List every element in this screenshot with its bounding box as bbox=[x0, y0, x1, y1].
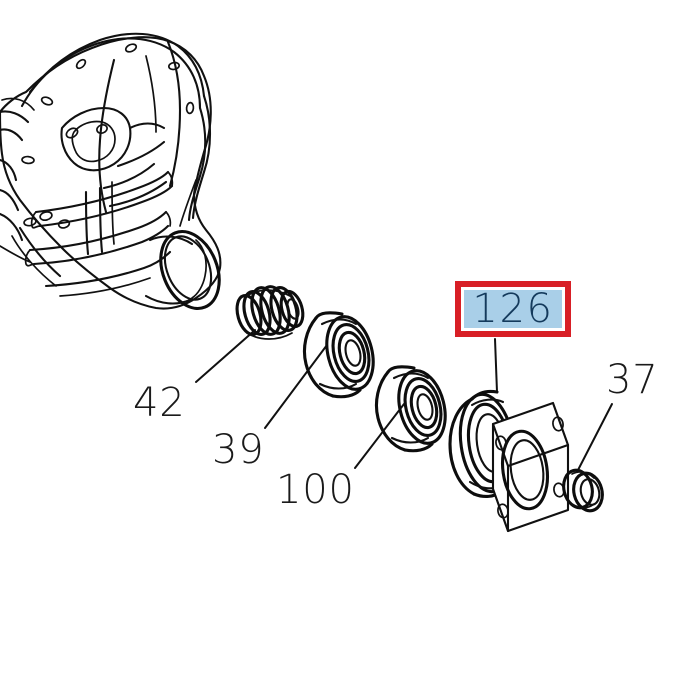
callout-red-border: 126 bbox=[455, 281, 571, 337]
part-collapsible-spacer bbox=[235, 285, 305, 340]
part-label-39: 39 bbox=[212, 427, 265, 473]
part-plug bbox=[562, 468, 604, 513]
leader-line-42 bbox=[195, 329, 256, 383]
leader-line-39 bbox=[264, 344, 328, 429]
highlighted-part-callout-126[interactable]: 126 bbox=[455, 281, 571, 337]
part-bearing-rear bbox=[374, 365, 447, 453]
part-housing bbox=[0, 32, 222, 310]
callout-blue-field: 126 bbox=[464, 286, 562, 332]
part-seal-retainer bbox=[448, 389, 570, 533]
leader-line-100 bbox=[354, 403, 405, 469]
leader-line-126 bbox=[494, 338, 498, 393]
part-bearing-front bbox=[302, 311, 375, 399]
part-label-42: 42 bbox=[133, 380, 186, 426]
part-label-100: 100 bbox=[276, 467, 355, 513]
leader-line-37 bbox=[576, 403, 613, 473]
leader-lines bbox=[195, 329, 613, 473]
part-label-37: 37 bbox=[606, 357, 659, 403]
callout-number-text: 126 bbox=[472, 286, 554, 332]
